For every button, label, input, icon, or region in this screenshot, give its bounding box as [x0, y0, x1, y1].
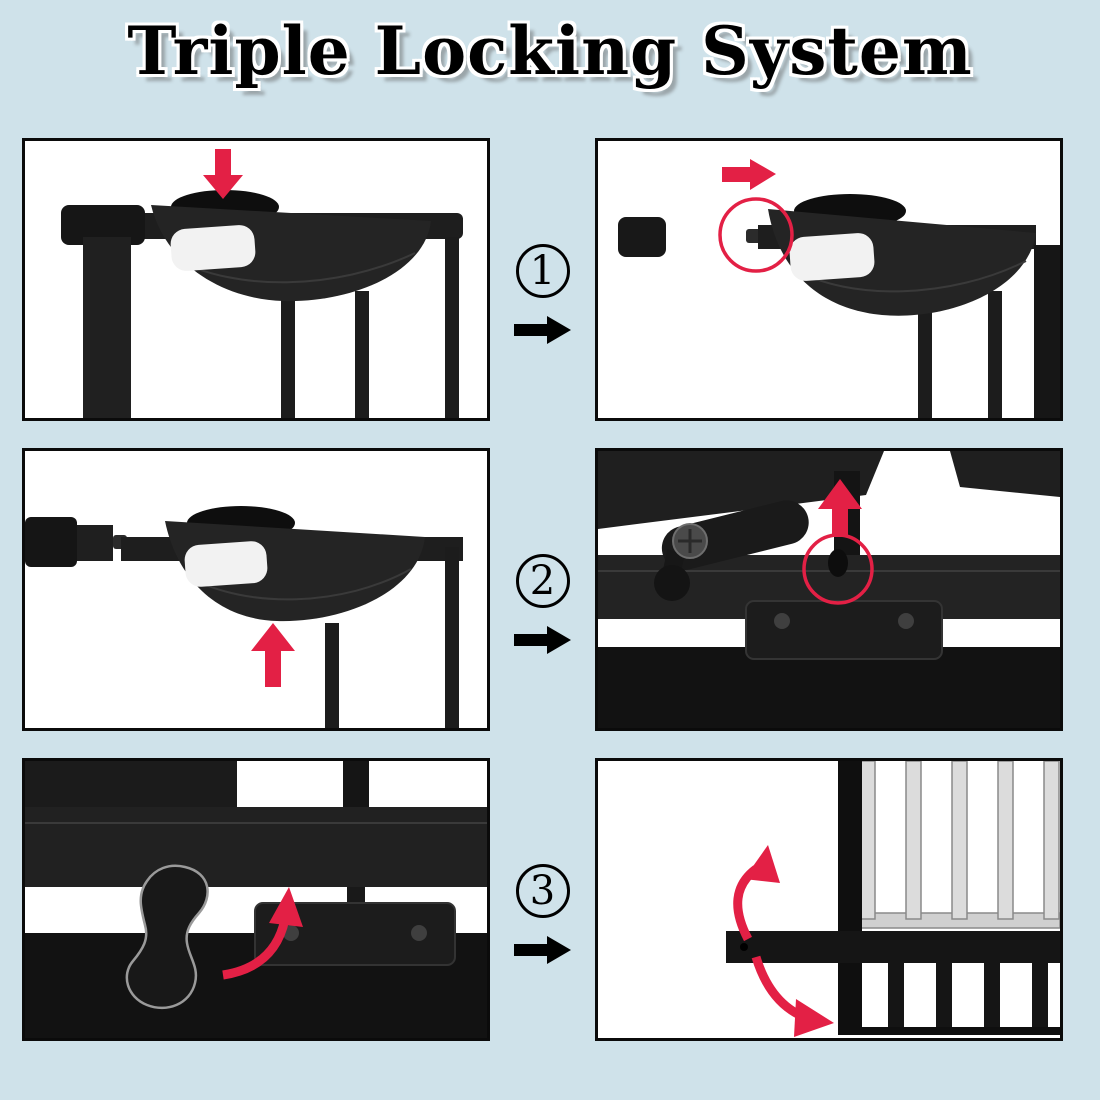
- swinging-gate-black-frame: [726, 761, 1060, 1035]
- step-1-before-panel: [22, 138, 490, 421]
- red-arrow-up-icon: [818, 479, 862, 537]
- step-2-number: 2: [529, 557, 556, 604]
- step-2-before-panel: [22, 448, 490, 731]
- slide-button-illustration: [618, 159, 1060, 418]
- step-2-row: 2: [0, 448, 1100, 731]
- step-3-number-badge: 3: [515, 863, 570, 918]
- red-arrow-down-icon: [203, 149, 243, 199]
- floor-base-plate: [254, 902, 456, 966]
- step-3-after-panel: [595, 758, 1063, 1041]
- black-arrow-right-icon: [513, 315, 571, 344]
- white-release-button: [184, 541, 268, 587]
- lock-handle-housing: [768, 194, 1036, 316]
- step-1-number-badge: 1: [515, 243, 570, 298]
- black-arrow-right-icon: [513, 625, 571, 654]
- step-2-number-badge: 2: [515, 553, 570, 608]
- bottom-pin-illustration: [598, 451, 1060, 728]
- step-1-connector: 1: [490, 138, 595, 421]
- lift-handle-illustration: [25, 506, 463, 728]
- floor-base-plate: [745, 600, 943, 660]
- red-circle-highlight-icon: [718, 197, 794, 273]
- release-lever: [654, 500, 809, 601]
- step-1-row: 1: [0, 138, 1100, 421]
- step-2-after-panel: [595, 448, 1063, 731]
- lock-handle-housing: [151, 190, 431, 302]
- foot-pedal-illustration: [25, 761, 487, 1038]
- red-curved-arrow-icon: [222, 887, 303, 980]
- gate-bottom-frame: [25, 761, 487, 1038]
- red-curved-arrow-up-icon: [733, 845, 780, 942]
- step-1-after-panel: [595, 138, 1063, 421]
- fixed-gate-light-bars: [845, 761, 1060, 929]
- step-3-row: 3: [0, 758, 1100, 1041]
- red-arrow-up-icon: [251, 623, 295, 687]
- black-arrow-right-icon: [513, 935, 571, 964]
- lock-pin: [828, 549, 848, 577]
- lock-handle-housing: [165, 506, 425, 622]
- step-2-connector: 2: [490, 448, 595, 731]
- page-title: Triple Locking System: [127, 12, 973, 90]
- white-release-button: [789, 233, 875, 281]
- step-1-number: 1: [529, 247, 556, 294]
- foot-pedal-lever: [125, 864, 209, 1010]
- white-release-button: [170, 225, 256, 271]
- gate-opens-illustration: [726, 761, 1060, 1037]
- step-3-number: 3: [529, 867, 556, 914]
- red-curved-arrow-down-icon: [751, 955, 834, 1037]
- press-down-handle-illustration: [61, 149, 463, 418]
- step-3-before-panel: [22, 758, 490, 1041]
- red-arrow-right-icon: [722, 159, 776, 190]
- step-3-connector: 3: [490, 758, 595, 1041]
